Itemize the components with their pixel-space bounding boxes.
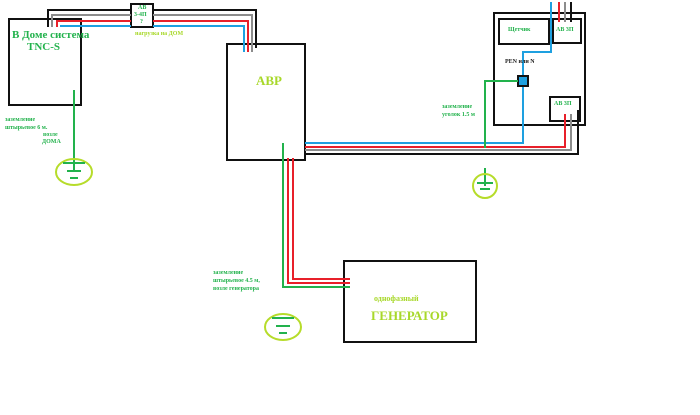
wire-black-avr [153,9,257,48]
ground-generator-line2: штырьевое 4.5 м, [213,278,260,284]
house-box [8,18,82,106]
meter-box [498,18,550,45]
ground-house-line4: ДОМА [42,139,61,145]
house-title: В Доме система [12,29,90,41]
avr-box [226,43,306,161]
wire-red-panel [305,114,566,148]
wire-blue-panel [305,86,524,144]
generator-line1: однофазный [374,294,419,303]
ground-symbol-generator [264,313,302,341]
ground-panel-line2: уголок 1.5 м [442,112,475,118]
breaker-bottom-label: АВ 3П [554,101,572,107]
wire-blue-house [60,25,131,27]
meter-label: Щетчик [508,27,531,33]
wire-black-house [47,9,131,27]
main-breaker-line3: ? [140,19,143,25]
ground-generator-line1: заземление [213,270,244,276]
wire-grey-house [51,14,131,27]
load-label: нагрузка на ДОМ [135,31,184,37]
pen-label: PEN или N [505,59,535,65]
wire-green-gen [282,143,350,288]
main-breaker-line2: 3-4П [134,12,147,18]
wire-blue-incoming [522,2,552,76]
generator-box [343,260,477,343]
wire-green-panel-earth [484,80,518,148]
ground-symbol-house [55,158,93,186]
main-breaker-line1: АВ [138,5,147,11]
breaker-top-label: АВ 3П [556,27,574,33]
ground-panel-line1: заземление [442,104,473,110]
ground-symbol-panel [472,173,498,199]
ground-house-line3: возле [43,132,58,138]
ground-house-line1: заземление [5,117,36,123]
wire-blue-avr [153,25,245,52]
wire-grey-panel [305,114,572,151]
generator-line2: ГЕНЕРАТОР [371,308,448,323]
wire-red-gen-2 [292,158,350,280]
wire-red-gen-1 [287,158,350,284]
wire-grey-avr [153,14,253,52]
ground-house-line2: штырьевое 6 м. [5,125,48,131]
wire-red-avr [153,20,249,52]
breaker-top-box [552,18,582,44]
avr-title: АВР [256,73,282,88]
meter-panel-box [493,12,586,126]
house-subtitle: TNC-S [27,41,61,53]
ground-generator-line3: возле генератора [213,286,259,292]
wire-red-house [56,20,131,27]
wire-black-panel [305,110,579,155]
pen-terminal [517,75,529,87]
